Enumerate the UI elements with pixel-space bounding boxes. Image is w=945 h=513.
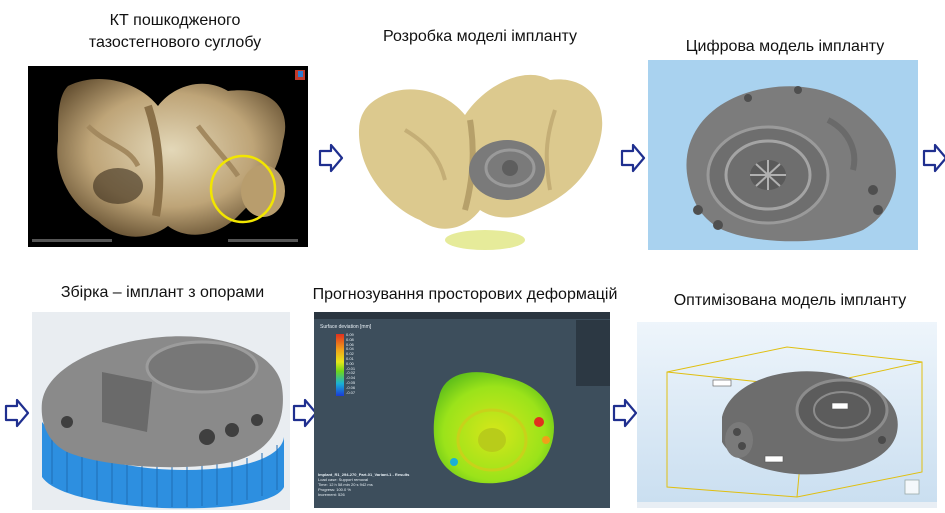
step-1-caption-line2: тазостегнового суглобу <box>40 32 310 54</box>
implant-model-image <box>648 60 918 250</box>
step-1-caption-line1: КТ пошкодженого <box>40 10 310 32</box>
ct-scan-image <box>28 66 308 247</box>
step-2-caption: Розробка моделі імпланту <box>335 26 625 48</box>
step-3-caption: Цифрова модель імпланту <box>645 36 925 58</box>
legend-title: Surface deviation [mm] <box>320 324 371 330</box>
step-4-caption: Збірка – імплант з опорами <box>30 282 295 304</box>
arrow-right-icon <box>4 398 30 428</box>
arrow-right-icon <box>318 143 344 173</box>
arrow-right-icon <box>612 398 638 428</box>
legend-value: -0.07 <box>346 391 355 396</box>
result-info: Implant_R1_294-270_Part-01_Variant-1 - R… <box>318 472 409 497</box>
arrow-right-icon <box>922 143 945 173</box>
arrow-right-icon <box>620 143 646 173</box>
implant-supports-image <box>32 312 290 510</box>
step-5-caption: Прогнозування просторових деформацій <box>300 284 630 306</box>
result-line: Increment: 526 <box>318 492 409 497</box>
step-1-caption: КТ пошкодженого тазостегнового суглобу <box>40 10 310 54</box>
pelvis-model-image <box>345 60 615 250</box>
step-6-caption: Оптимізована модель імпланту <box>640 290 940 312</box>
deformation-simulation-image: Surface deviation [mm] 0.09 0.08 0.06 0.… <box>314 312 610 508</box>
legend-values: 0.09 0.08 0.06 0.04 0.02 0.01 0.00 -0.01… <box>346 333 355 395</box>
optimized-implant-image <box>637 322 937 508</box>
